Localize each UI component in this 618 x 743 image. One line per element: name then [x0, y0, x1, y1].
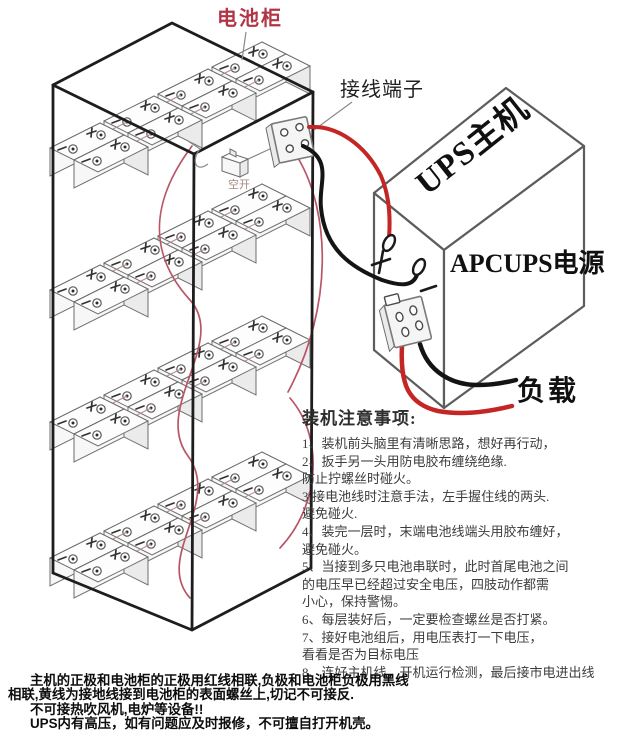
- install-note-line: 8、连好主机线，开机运行检测，最后接市电进出线: [302, 664, 595, 680]
- terminal-block: [265, 116, 316, 169]
- black-wire-to-load: [417, 341, 519, 388]
- install-note-line: 3\接电池线时注意手法，左手握住线的两头.: [302, 488, 550, 504]
- red-wire-terminal-to-ups: [307, 124, 392, 240]
- ups-output-connector: [378, 293, 433, 353]
- series-wire-center: [158, 145, 202, 599]
- cabinet-label-leader: [241, 31, 247, 61]
- install-note-line: 2、扳手另一头用防电胶布缠绕绝缘.: [302, 453, 507, 469]
- load-label: 负载: [517, 375, 579, 407]
- footer-warning-lines: 主机的正极和电池柜的正极用红线相联,负极和电池柜负极用黑线相联,黄线为接地线接到…: [6, 673, 614, 732]
- install-note-line: 4、装完一层时，末端电池线端头用胶布缠好，: [302, 523, 569, 539]
- battery-cabinet-label: 电池柜: [217, 7, 283, 30]
- breaker-label: 空开: [228, 177, 250, 191]
- ups-brand-label: APCUPS电源: [450, 249, 605, 278]
- install-note-line: 看看是否为目标电压: [302, 647, 420, 663]
- red-wire-to-load: [399, 343, 515, 416]
- ups-dc-terminals: [370, 233, 438, 293]
- terminal-block-label: 接线端子: [340, 78, 424, 101]
- black-wire-terminal-to-ups: [301, 144, 420, 287]
- series-wire-right-1: [287, 157, 324, 393]
- install-note-line: 避免碰火。: [302, 541, 368, 557]
- install-note-line: 防止拧螺丝时碰火。: [302, 471, 420, 487]
- footer-warning: 主机的正极和电池柜的正极用红线相联,负极和电池柜负极用黑线相联,黄线为接地线接到…: [6, 673, 614, 732]
- install-note-line: 6、每层装好后，一定要检查螺丝是否打紧。: [302, 611, 556, 627]
- footer-warning-line: UPS内有高压，如有问题应及时报修，不可擅自打开机壳。: [30, 716, 379, 732]
- install-note-line: 7、接好电池组后，用电压表打一下电压，: [302, 629, 543, 645]
- battery-shelves: [49, 41, 311, 599]
- install-note-line: 避免碰火.: [302, 506, 358, 522]
- install-notes-list: 1、装机前头脑里有清晰思路，想好再行动， 2、扳手另一头用防电胶布缠绕绝缘. 防止拧…: [302, 435, 616, 681]
- install-note-line: 小心，保持警惕。: [302, 594, 407, 610]
- install-note-line: 的电压早已经超过安全电压，四肢动作都需: [302, 576, 550, 592]
- battery-cabinet-frame: [51, 21, 315, 632]
- footer-warning-line: 不可接热吹风机,电炉等设备!!: [30, 701, 204, 717]
- footer-warning-line: 相联,黄线为接地线接到电池柜的表面螺丝上,切记不可接反.: [8, 687, 354, 703]
- install-note-line: 5、当接到多只电池串联时，此时首尾电池之间: [302, 559, 569, 575]
- install-notes-title: 装机注意事项:: [302, 409, 417, 428]
- breaker-box: [187, 140, 273, 178]
- footer-warning-line: 主机的正极和电池柜的正极用红线相联,负极和电池柜负极用黑线: [30, 673, 409, 688]
- install-notes: 装机注意事项: 1、装机前头脑里有清晰思路，想好再行动， 2、扳手另一头用防电胶布…: [302, 404, 616, 681]
- install-note-line: 1、装机前头脑里有清晰思路，想好再行动，: [302, 436, 556, 451]
